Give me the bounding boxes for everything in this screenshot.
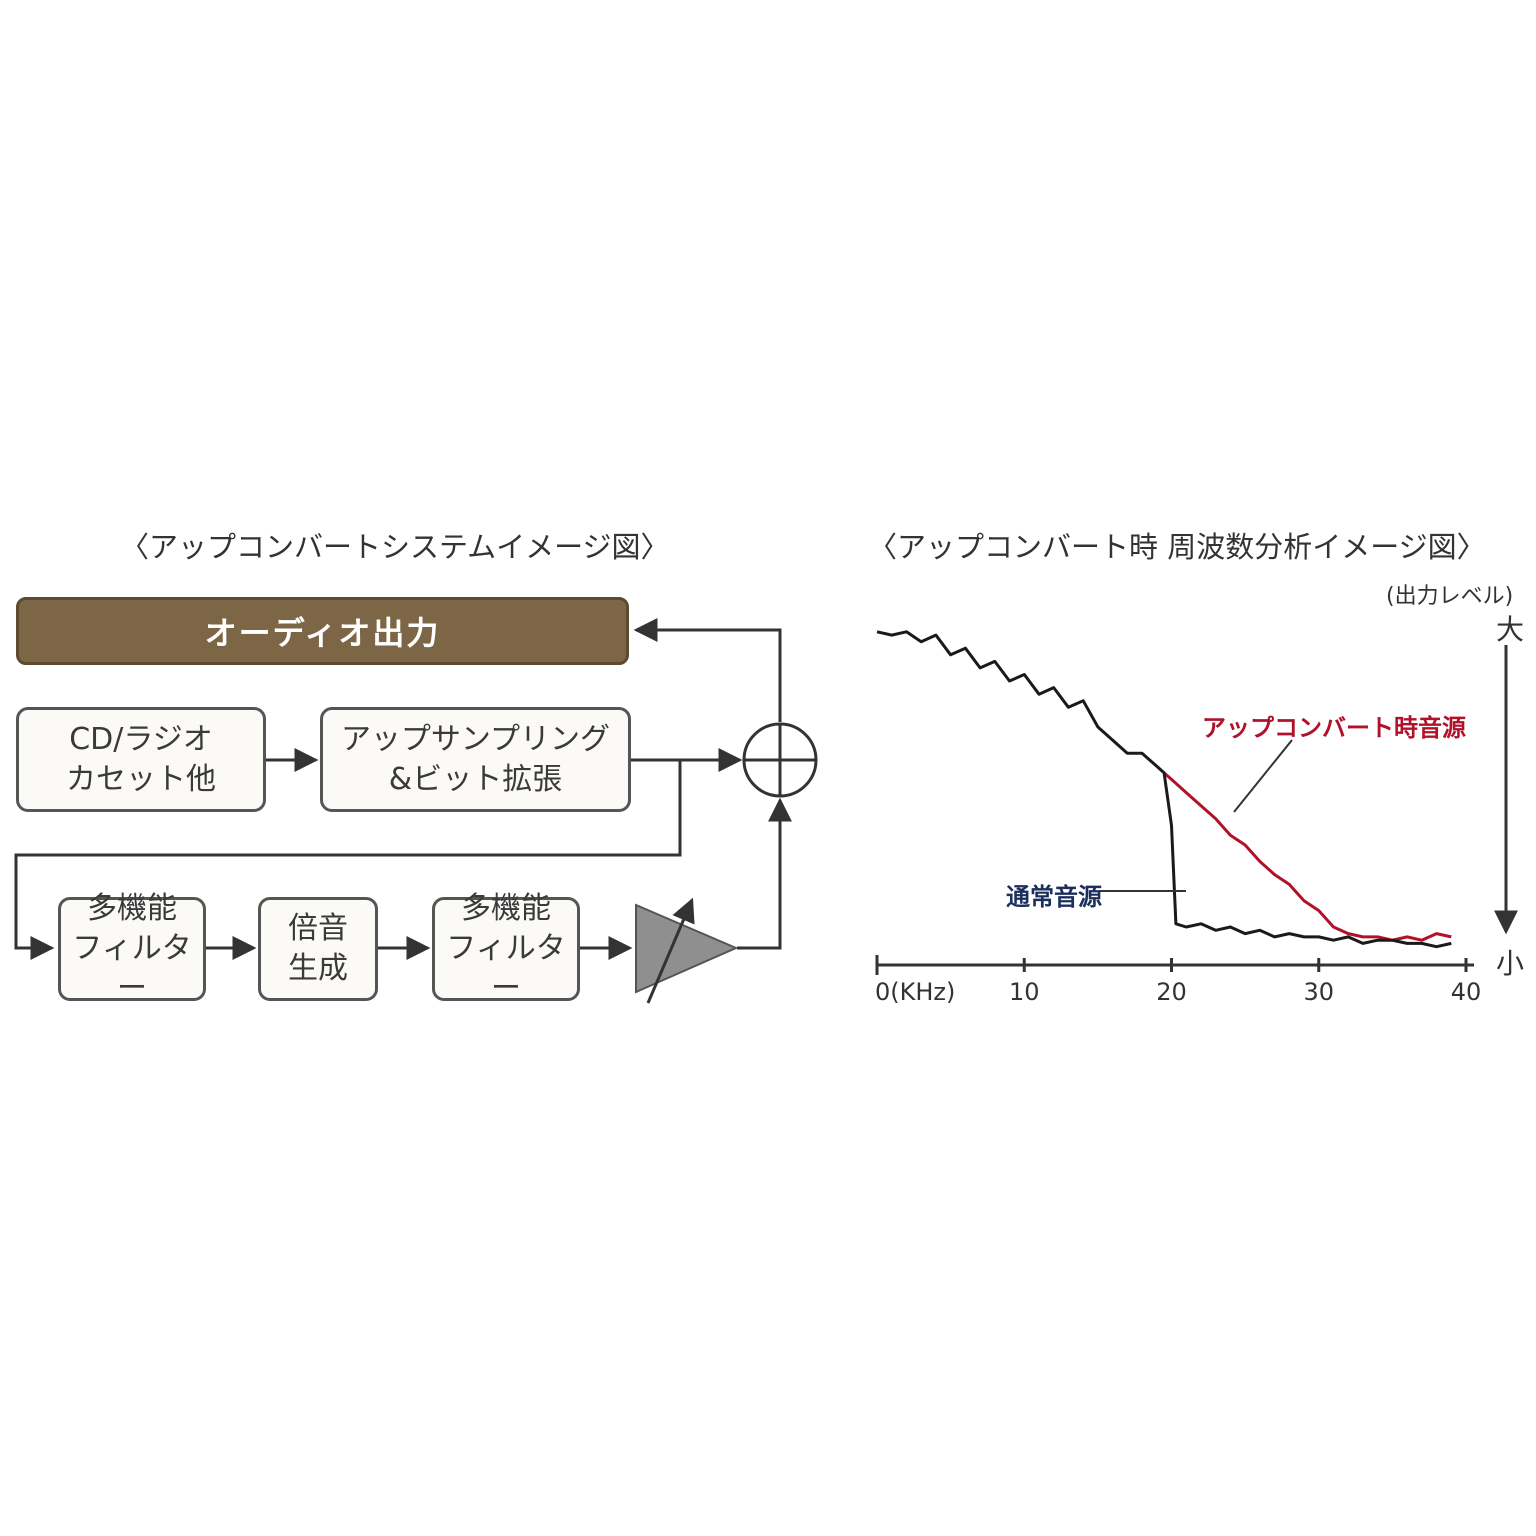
source-block: CD/ラジオ カセット他 xyxy=(16,707,266,812)
variable-arrow-icon xyxy=(646,897,695,1004)
upsampling-line1: アップサンプリング xyxy=(340,721,611,757)
y-axis-label: (出力レベル) xyxy=(1386,584,1514,609)
upsampling-block: アップサンプリング &ビット拡張 xyxy=(320,707,631,812)
series-normal-line xyxy=(876,630,1452,949)
y-low-label: 小 xyxy=(1496,947,1525,980)
y-high-label: 大 xyxy=(1496,613,1525,646)
source-line2: カセット他 xyxy=(66,761,216,797)
x-tick-label: 10 xyxy=(1009,978,1040,1006)
upconvert-source-label: アップコンバート時音源 xyxy=(1202,714,1466,742)
normal-source-label: 通常音源 xyxy=(1006,883,1102,911)
filter2-line1: 多機能 xyxy=(461,891,551,926)
filter1-line1: 多機能 xyxy=(87,891,177,926)
arrow-sum-to-output xyxy=(633,618,782,722)
upsampling-line2: &ビット拡張 xyxy=(388,761,563,797)
frequency-chart-title: 〈アップコンバート時 周波数分析イメージ図〉 xyxy=(868,530,1486,564)
x-tick-label: 0(KHz) xyxy=(875,978,955,1006)
audio-output-block: オーディオ出力 xyxy=(16,597,629,665)
audio-output-label: オーディオ出力 xyxy=(204,614,441,652)
filter2-line2: フィルター xyxy=(446,931,566,1006)
source-line1: CD/ラジオ xyxy=(69,721,213,757)
branch-to-filter xyxy=(14,760,682,960)
harmonic-line2: 生成 xyxy=(288,951,348,986)
upconvert-leader-line xyxy=(1233,739,1293,813)
x-tick-label: 20 xyxy=(1156,978,1187,1006)
harmonic-line1: 倍音 xyxy=(288,911,348,946)
x-tick-label: 30 xyxy=(1303,978,1334,1006)
arrow-amp-to-sum xyxy=(737,797,792,950)
system-diagram-title: 〈アップコンバートシステムイメージ図〉 xyxy=(120,530,670,564)
x-tick-label: 40 xyxy=(1451,978,1482,1006)
series-upconvert-line xyxy=(1163,771,1452,942)
harmonic-block: 倍音 生成 xyxy=(258,897,378,1001)
filter-block-2: 多機能 フィルター xyxy=(432,891,580,1006)
filter-block-1: 多機能 フィルター xyxy=(58,891,206,1006)
filter1-line2: フィルター xyxy=(72,931,192,1006)
